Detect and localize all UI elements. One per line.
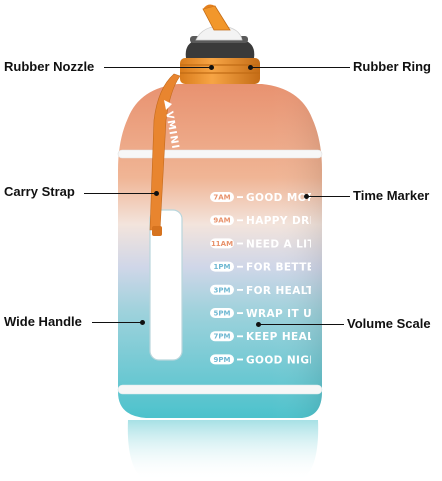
marker-message: FOR BETTER HE (246, 262, 344, 274)
carry-strap-line (84, 193, 156, 194)
marker-dash (237, 265, 243, 268)
time-marker-row: 9AM HAPPY DRINKIN (210, 215, 345, 227)
straw (202, 5, 231, 31)
bottom-band (117, 384, 323, 395)
marker-dash (237, 219, 243, 222)
rubber-nozzle-line (104, 67, 212, 68)
time-marker-row: 1PM FOR BETTER HE (210, 261, 344, 274)
time-pill (210, 354, 234, 365)
brand-mark (164, 100, 172, 110)
marker-dash (237, 358, 243, 361)
time-marker-row: 5PM WRAP IT UP (210, 308, 320, 320)
time-pill (210, 308, 234, 318)
rubber-ring-label: Rubber Ring (353, 59, 431, 74)
time-text: 5PM (214, 310, 231, 318)
wide-handle-line (92, 322, 142, 323)
time-pill (210, 261, 234, 272)
rubber-nozzle-pointer (209, 65, 214, 70)
time-pill (210, 284, 234, 295)
wide-handle-opening (150, 210, 182, 360)
marker-message: WRAP IT UP (246, 308, 320, 320)
time-text: 7PM (214, 333, 231, 341)
rubber-nozzle-label: Rubber Nozzle (4, 59, 95, 74)
carry-strap-pointer (154, 191, 159, 196)
marker-dash (237, 242, 243, 245)
rubber-ring-pointer (248, 65, 253, 70)
time-pill (210, 238, 234, 249)
time-marker-line (306, 196, 350, 197)
volume-scale-label: Volume Scale (347, 316, 431, 331)
carry-strap-label: Carry Strap (4, 184, 75, 199)
time-marker-row: 7AM GOOD MORN (210, 192, 325, 204)
bottle-reflection (127, 420, 319, 481)
time-text: 9PM (214, 356, 231, 364)
time-pill (210, 192, 234, 202)
marker-dash (237, 312, 243, 314)
time-text: 7AM (213, 194, 230, 202)
time-text: 11AM (211, 240, 233, 248)
time-text: 9AM (213, 217, 230, 225)
marker-dash (237, 289, 243, 291)
lid (185, 40, 255, 58)
marker-message: KEEP HEALTHY (246, 331, 337, 343)
rubber-ring (180, 58, 260, 84)
marker-message: FOR HEALTHY (246, 285, 331, 297)
time-marker-label: Time Marker (353, 188, 430, 203)
time-pill (210, 331, 234, 342)
volume-scale-pointer (256, 322, 261, 327)
marker-dash (237, 196, 243, 198)
wide-handle-label: Wide Handle (4, 314, 82, 329)
marker-dash (237, 335, 243, 338)
upper-band (117, 149, 323, 159)
marker-message: HAPPY DRINKIN (246, 215, 345, 227)
time-text: 1PM (214, 263, 231, 271)
rubber-ring-line (250, 67, 350, 68)
time-marker-row: 3PM FOR HEALTHY (210, 284, 331, 297)
time-marker-row: 7PM KEEP HEALTHY (210, 331, 337, 343)
time-text: 3PM (214, 286, 231, 294)
marker-message: GOOD MORN (246, 192, 325, 204)
time-marker-row: 9PM GOOD NIGHT (210, 354, 327, 366)
wide-handle-pointer (140, 320, 145, 325)
time-pill (210, 215, 234, 226)
volume-scale-line (258, 324, 344, 325)
time-marker-row: 11AM NEED A LITTLE (210, 238, 338, 250)
marker-message: NEED A LITTLE (246, 238, 338, 250)
marker-message: GOOD NIGHT (246, 354, 327, 366)
time-marker-pointer (304, 194, 309, 199)
